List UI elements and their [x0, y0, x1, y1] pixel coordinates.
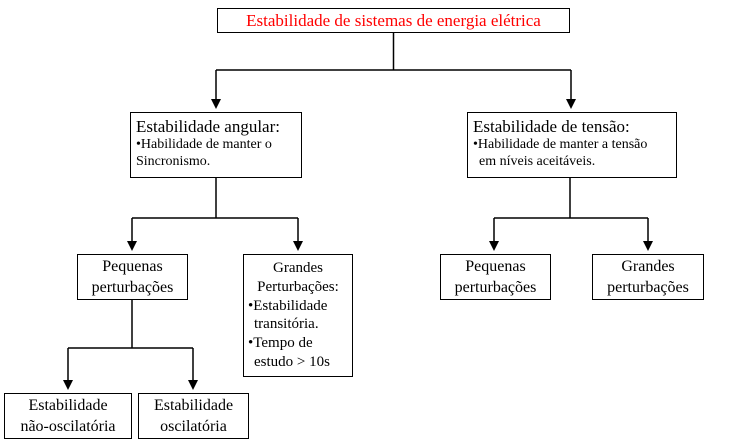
node-angular-title: Estabilidade angular: [136, 117, 280, 136]
node-oscilatoria-line1: Estabilidade [153, 397, 234, 414]
connector-pequenas-branches [67, 300, 194, 381]
node-tensao-grandes-line2: perturbações [607, 279, 689, 297]
node-angular-grandes: Grandes Perturbações: •Estabilidade tran… [243, 254, 353, 377]
node-angular-grandes-line4: estudo > 10s [254, 353, 330, 370]
node-angular-pequenas-line2: perturbações [91, 279, 174, 297]
node-tensao-pequenas-line1: Pequenas [465, 258, 526, 275]
node-tensao-line2: em níveis aceitáveis. [479, 153, 596, 169]
node-nao-oscilatoria-line1: Estabilidade [28, 397, 108, 414]
arrowhead-to-nao-oscilatoria [63, 380, 73, 390]
node-oscilatoria: Estabilidade oscilatória [138, 393, 249, 439]
node-tensao-pequenas-line2: perturbações [454, 279, 537, 297]
node-angular-grandes-line3: •Tempo de [248, 335, 313, 351]
node-root-label: Estabilidade de sistemas de energia elét… [246, 10, 541, 30]
connector-root-branches [215, 33, 572, 101]
node-tensao-grandes: Grandes perturbações [592, 254, 704, 300]
node-angular-grandes-heading: Grandes Perturbações: [257, 260, 339, 295]
arrowhead-to-oscilatoria [188, 380, 198, 390]
connector-tensao-branches [493, 178, 649, 242]
node-angular-pequenas: Pequenas perturbações [77, 254, 188, 300]
connector-angular-branches [131, 178, 299, 242]
node-tensao-line1: •Habilidade de manter a tensão [473, 137, 648, 153]
node-tensao-grandes-line1: Grandes [621, 258, 675, 275]
node-nao-oscilatoria: Estabilidade não-oscilatória [4, 393, 132, 439]
node-angular-grandes-line1: •Estabilidade [248, 297, 328, 314]
arrowhead-to-angular [211, 99, 221, 109]
node-tensao: Estabilidade de tensão: •Habilidade de m… [467, 112, 677, 178]
arrowhead-to-angular-grandes [293, 241, 303, 251]
node-angular-grandes-line2: transitória. [254, 316, 319, 333]
node-angular-line1: •Habilidade de manter o [136, 137, 272, 153]
arrowhead-to-tensao [566, 99, 576, 109]
node-root: Estabilidade de sistemas de energia elét… [217, 8, 570, 33]
node-angular: Estabilidade angular: •Habilidade de man… [130, 112, 302, 178]
arrowhead-to-tensao-grandes [643, 241, 653, 251]
node-angular-line2: Sincronismo. [136, 153, 211, 169]
arrowhead-to-tensao-pequenas [489, 241, 499, 251]
node-tensao-pequenas: Pequenas perturbações [440, 254, 551, 300]
node-angular-pequenas-line1: Pequenas [102, 258, 163, 275]
node-oscilatoria-line2: oscilatória [160, 418, 227, 436]
arrowhead-to-angular-pequenas [127, 241, 137, 251]
node-tensao-title: Estabilidade de tensão: [473, 117, 630, 136]
node-nao-oscilatoria-line2: não-oscilatória [20, 418, 116, 436]
